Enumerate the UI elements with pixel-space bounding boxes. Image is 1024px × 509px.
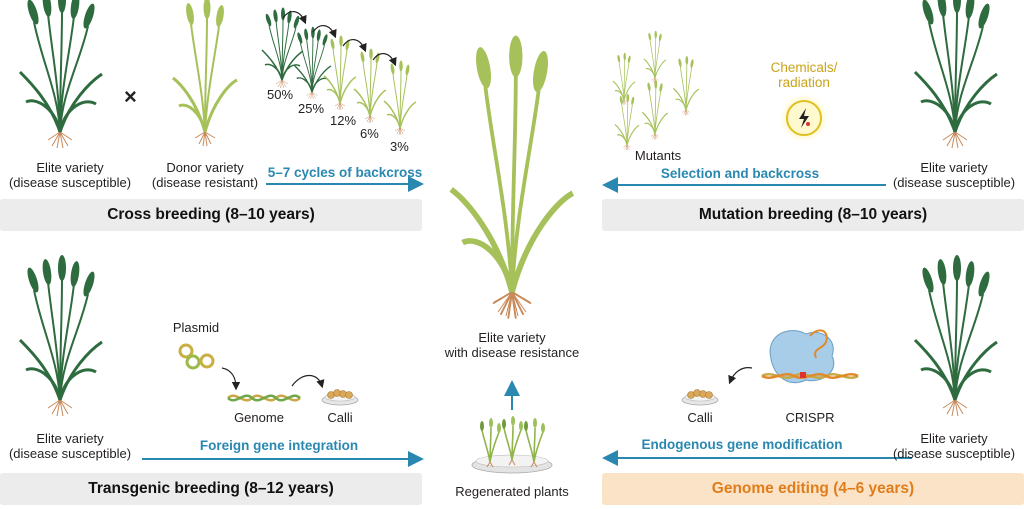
elite-wheat-plant-cross (18, 0, 104, 150)
pct-6: 6% (360, 126, 379, 141)
genome-arrow (291, 374, 325, 389)
transgenic-elite-label-line1: Elite variety (36, 431, 104, 446)
cross-breeding-banner: Cross breeding (8–10 years) (0, 199, 422, 231)
pct-50: 50% (267, 87, 294, 102)
donor-label: Donor variety (disease resistant) (140, 160, 270, 190)
editing-elite-label: Elite variety (disease susceptible) (884, 431, 1024, 461)
calli-dish-editing (681, 389, 719, 406)
pct-12: 12% (330, 113, 357, 128)
backcross-curved-arrows (282, 11, 397, 67)
mutation-breeding-banner: Mutation breeding (8–10 years) (602, 199, 1024, 231)
pct-3: 3% (390, 139, 409, 154)
elite-wheat-plant-transgenic (18, 253, 104, 418)
cross-elite-label-line2: (disease susceptible) (8, 175, 132, 190)
cross-arrow-label: 5–7 cycles of backcross (267, 165, 423, 180)
editing-elite-label-line2: (disease susceptible) (892, 446, 1016, 461)
regenerated-plants-label: Regenerated plants (455, 484, 569, 499)
crispr-arrow (728, 367, 753, 385)
mutant-plants (612, 30, 700, 151)
genome-label: Genome (234, 410, 284, 425)
result-label-line1: Elite variety (478, 330, 546, 345)
donor-wheat-plant (171, 0, 239, 148)
transgenic-calli-label: Calli (327, 410, 353, 425)
mutants-label: Mutants (634, 148, 682, 163)
genome-dna-icon (227, 394, 301, 402)
elite-wheat-plant-mutation (913, 0, 999, 150)
calli-dish-transgenic (321, 389, 359, 406)
result-label-line2: with disease resistance (444, 345, 580, 360)
donor-label-line1: Donor variety (166, 160, 244, 175)
editing-arrow-label: Endogenous gene modification (641, 437, 843, 452)
donor-label-line2: (disease resistant) (151, 175, 259, 190)
mutation-elite-label: Elite variety (disease susceptible) (884, 160, 1024, 190)
chem-radiation-label: Chemicals/ radiation (752, 60, 856, 90)
crispr-label: CRISPR (785, 410, 835, 425)
cross-elite-label: Elite variety (disease susceptible) (0, 160, 140, 190)
crispr-cas9-icon (761, 329, 859, 384)
transgenic-elite-label: Elite variety (disease susceptible) (0, 431, 140, 461)
chem-label-line1: Chemicals/ (770, 60, 838, 75)
transgenic-breeding-banner: Transgenic breeding (8–12 years) (0, 473, 422, 505)
elite-wheat-plant-editing (913, 253, 999, 418)
mutation-elite-label-line1: Elite variety (920, 160, 988, 175)
mutation-arrow-label: Selection and backcross (660, 166, 820, 181)
cross-symbol: × (124, 84, 137, 109)
transgenic-arrow-label: Foreign gene integration (199, 438, 359, 453)
chem-label-line2: radiation (778, 75, 830, 90)
genome-editing-banner: Genome editing (4–6 years) (602, 473, 1024, 505)
plasmid-icon (178, 343, 215, 370)
editing-elite-label-line1: Elite variety (920, 431, 988, 446)
transgenic-elite-label-line2: (disease susceptible) (8, 446, 132, 461)
regenerated-plants-dish (471, 415, 553, 474)
editing-calli-label: Calli (687, 410, 713, 425)
pct-25: 25% (298, 101, 325, 116)
plasmid-arrow (221, 367, 241, 391)
radiation-icon (778, 92, 830, 144)
cross-elite-label-line1: Elite variety (36, 160, 104, 175)
result-label: Elite variety with disease resistance (432, 330, 592, 360)
mutation-elite-label-line2: (disease susceptible) (892, 175, 1016, 190)
result-wheat-plant (451, 35, 573, 318)
plasmid-label: Plasmid (172, 320, 220, 335)
